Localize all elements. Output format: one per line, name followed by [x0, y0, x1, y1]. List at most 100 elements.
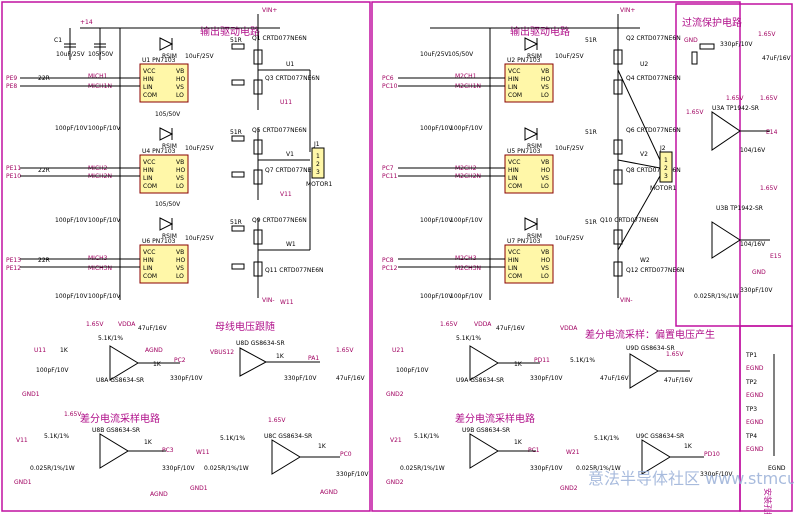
ocp-block: GND 1.65V 330pF/10V 47uF/16V U3A TP1942-… [684, 31, 792, 300]
svg-text:Q5 CRTD077NE6N: Q5 CRTD077NE6N [252, 127, 307, 134]
svg-text:HO: HO [541, 167, 551, 174]
svg-text:22R: 22R [38, 257, 50, 264]
svg-text:LO: LO [541, 92, 549, 99]
svg-text:M2CH1: M2CH1 [455, 73, 477, 80]
svg-text:HIN: HIN [143, 167, 154, 174]
svg-text:VIN-: VIN- [262, 297, 275, 304]
svg-text:100pF/10V: 100pF/10V [450, 217, 483, 224]
svg-text:100pF/10V: 100pF/10V [88, 217, 121, 224]
svg-text:PC2: PC2 [174, 357, 186, 364]
svg-text:PC0: PC0 [340, 451, 352, 458]
svg-text:J2: J2 [659, 145, 666, 152]
svg-text:47uF/16V: 47uF/16V [664, 377, 694, 384]
svg-text:U8C GS8634-SR: U8C GS8634-SR [264, 433, 312, 440]
svg-text:GND1: GND1 [22, 391, 40, 398]
svg-text:LIN: LIN [143, 175, 153, 182]
svg-text:VCC: VCC [508, 68, 520, 75]
svg-text:47uF/16V: 47uF/16V [336, 375, 366, 382]
svg-text:10uF/25V: 10uF/25V [555, 235, 585, 242]
svg-text:EGND: EGND [746, 446, 764, 453]
svg-text:1K: 1K [684, 443, 693, 450]
svg-text:100pF/10V: 100pF/10V [450, 125, 483, 132]
svg-text:1.65V: 1.65V [758, 31, 776, 38]
svg-text:51R: 51R [585, 219, 597, 226]
svg-text:105/50V: 105/50V [448, 51, 474, 58]
svg-text:330pF/10V: 330pF/10V [700, 471, 733, 478]
svg-text:VS: VS [541, 175, 549, 182]
svg-text:E14: E14 [766, 129, 778, 136]
svg-text:HO: HO [541, 76, 551, 83]
svg-text:VCC: VCC [508, 249, 520, 256]
svg-text:RSIM: RSIM [162, 53, 177, 60]
svg-text:TP2: TP2 [745, 379, 757, 386]
svg-text:W21: W21 [566, 449, 580, 456]
svg-text:W1: W1 [286, 241, 296, 248]
title-bus: 母线电压跟随 [215, 320, 275, 333]
svg-text:GND2: GND2 [386, 391, 404, 398]
svg-text:PC11: PC11 [382, 173, 398, 180]
svg-text:U11: U11 [280, 99, 292, 106]
svg-text:RSIM: RSIM [162, 233, 177, 240]
svg-text:PE10: PE10 [6, 173, 21, 180]
svg-text:PE12: PE12 [6, 265, 21, 272]
svg-text:1.65V: 1.65V [760, 95, 778, 102]
svg-text:VS: VS [176, 175, 184, 182]
svg-text:5.1K/1%: 5.1K/1% [220, 435, 245, 442]
svg-text:100pF/10V: 100pF/10V [450, 293, 483, 300]
svg-text:51R: 51R [230, 129, 242, 136]
svg-text:VS: VS [541, 265, 549, 272]
svg-text:10uF/25V: 10uF/25V [185, 53, 215, 60]
svg-text:COM: COM [143, 273, 157, 280]
svg-text:HO: HO [176, 76, 186, 83]
svg-text:330pF/10V: 330pF/10V [336, 471, 369, 478]
svg-text:VB: VB [176, 68, 184, 75]
svg-text:100pF/10V: 100pF/10V [420, 125, 453, 132]
test-points: TP1 EGND TP2 EGND TP3 EGND TP4 EGND EGND… [745, 352, 786, 514]
svg-text:RSIM: RSIM [162, 143, 177, 150]
svg-text:Q7 CRTD077NE6N: Q7 CRTD077NE6N [265, 167, 320, 174]
svg-text:5.1K/1%: 5.1K/1% [456, 335, 481, 342]
svg-text:1K: 1K [318, 443, 327, 450]
svg-text:330pF/10V: 330pF/10V [720, 41, 753, 48]
svg-text:VDDA: VDDA [560, 325, 578, 332]
svg-text:EGND: EGND [746, 365, 764, 372]
svg-text:U9A GS8634-SR: U9A GS8634-SR [456, 377, 504, 384]
svg-text:330pF/10V: 330pF/10V [284, 375, 317, 382]
svg-text:U1: U1 [286, 61, 294, 68]
svg-text:Q12 CRTD077NE6N: Q12 CRTD077NE6N [626, 267, 685, 274]
svg-text:1.65V: 1.65V [726, 95, 744, 102]
svg-text:Q11 CRTD077NE6N: Q11 CRTD077NE6N [265, 267, 324, 274]
svg-text:1: 1 [664, 157, 668, 164]
svg-text:PC12: PC12 [382, 265, 398, 272]
pwr-14-left: +14 [80, 19, 93, 26]
svg-text:330pF/10V: 330pF/10V [530, 465, 563, 472]
svg-text:100pF/10V: 100pF/10V [55, 293, 88, 300]
svg-text:105/50V: 105/50V [155, 201, 181, 208]
svg-text:U4 PN7103: U4 PN7103 [142, 148, 176, 155]
driver-ic-u5: U5 PN7103 VCC HIN LIN COM VB HO VS LO [504, 148, 554, 194]
svg-text:LO: LO [176, 92, 184, 99]
svg-text:RSIM: RSIM [527, 143, 542, 150]
svg-text:TP1: TP1 [745, 352, 757, 359]
svg-text:U5 PN7103: U5 PN7103 [507, 148, 541, 155]
svg-text:VCC: VCC [143, 249, 155, 256]
svg-text:GND1: GND1 [190, 485, 208, 492]
svg-text:330pF/10V: 330pF/10V [740, 287, 773, 294]
svg-text:LIN: LIN [508, 265, 518, 272]
svg-text:HO: HO [176, 257, 186, 264]
svg-text:M2CH3N: M2CH3N [455, 265, 481, 272]
svg-text:47uF/16V: 47uF/16V [138, 325, 168, 332]
svg-text:W2: W2 [640, 257, 650, 264]
svg-text:VCC: VCC [508, 159, 520, 166]
svg-text:MICH3N: MICH3N [88, 265, 112, 272]
svg-text:1.65V: 1.65V [336, 347, 354, 354]
title-diff-left: 差分电流采样电路 [80, 412, 160, 425]
svg-text:0.025R/1%/1W: 0.025R/1%/1W [204, 465, 249, 472]
svg-text:MOTOR1: MOTOR1 [306, 181, 332, 188]
svg-text:PE13: PE13 [6, 257, 21, 264]
svg-text:PE9: PE9 [6, 75, 17, 82]
svg-text:Q9 CRTD077NE6N: Q9 CRTD077NE6N [252, 217, 307, 224]
svg-text:HIN: HIN [508, 257, 519, 264]
svg-text:1K: 1K [144, 439, 153, 446]
svg-text:3: 3 [664, 173, 668, 180]
